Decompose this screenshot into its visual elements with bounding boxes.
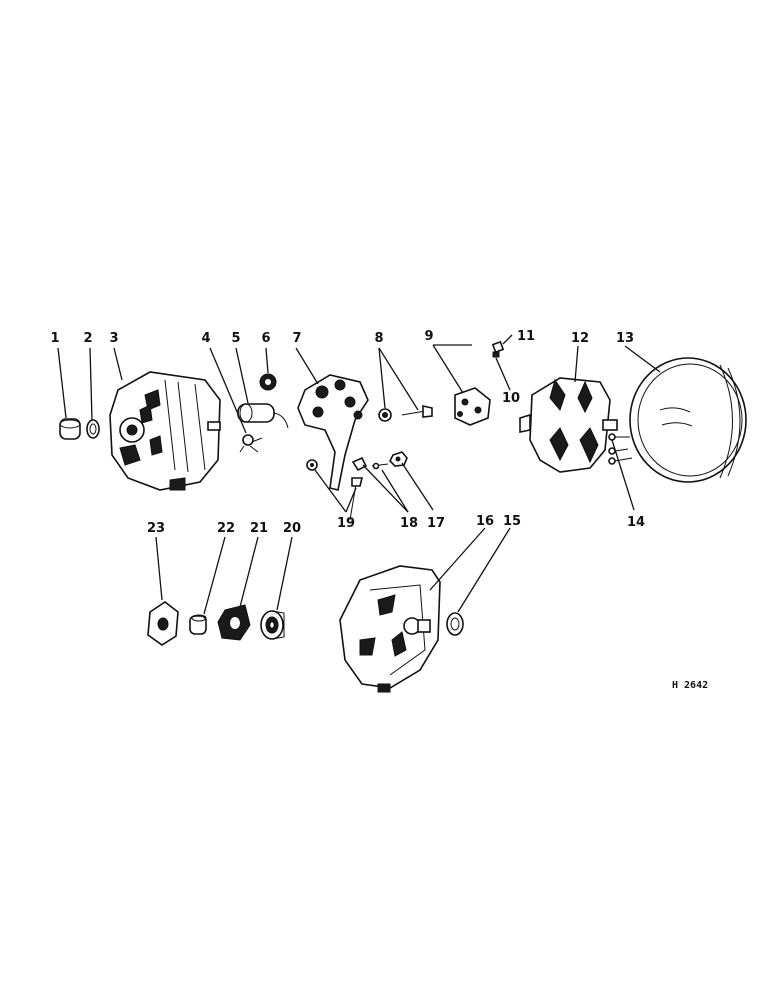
callout-18: 18 bbox=[400, 516, 418, 531]
part-1-bushing bbox=[59, 418, 81, 440]
callout-1: 1 bbox=[50, 331, 59, 346]
callout-11: 11 bbox=[517, 329, 535, 344]
callout-4: 4 bbox=[201, 331, 210, 346]
callout-15: 15 bbox=[503, 514, 521, 529]
part-15-seal bbox=[446, 612, 464, 636]
callout-6: 6 bbox=[261, 331, 270, 346]
part-21-retainer bbox=[217, 604, 251, 641]
figure-reference: H 2642 bbox=[672, 680, 708, 691]
part-9-brush-holder bbox=[454, 387, 491, 426]
callout-7: 7 bbox=[292, 331, 301, 346]
callout-10: 10 bbox=[502, 391, 520, 406]
callout-2: 2 bbox=[83, 331, 92, 346]
part-20-bearing bbox=[260, 610, 285, 640]
callout-22: 22 bbox=[217, 521, 235, 536]
callout-17: 17 bbox=[427, 516, 445, 531]
callout-8: 8 bbox=[374, 331, 383, 346]
callout-labels: 1 2 3 4 5 6 7 8 9 10 11 12 13 14 15 16 1… bbox=[50, 329, 645, 536]
callout-12: 12 bbox=[571, 331, 589, 346]
part-11-spring bbox=[491, 340, 505, 354]
part-14-stator-leads bbox=[608, 433, 633, 465]
part-18-screws bbox=[351, 456, 389, 472]
callout-14: 14 bbox=[627, 515, 645, 530]
part-16-drive-end-frame bbox=[339, 565, 441, 693]
callout-19: 19 bbox=[337, 516, 355, 531]
part-2-ring bbox=[86, 419, 100, 439]
callout-21: 21 bbox=[250, 521, 268, 536]
callout-3: 3 bbox=[109, 331, 118, 346]
callout-23: 23 bbox=[147, 521, 165, 536]
part-17-nut bbox=[389, 451, 408, 467]
part-8-bolt-and-insulator bbox=[378, 405, 433, 422]
part-13-stator bbox=[629, 357, 747, 483]
part-3-end-frame bbox=[109, 371, 221, 491]
leader-lines bbox=[57, 334, 661, 615]
callout-9: 9 bbox=[424, 329, 433, 344]
part-12-rotor bbox=[519, 377, 618, 473]
callout-20: 20 bbox=[283, 521, 301, 536]
callout-13: 13 bbox=[616, 331, 634, 346]
part-23-plate bbox=[147, 601, 179, 646]
part-22-collar bbox=[189, 614, 207, 635]
callout-5: 5 bbox=[231, 331, 240, 346]
part-6-washer bbox=[259, 373, 277, 391]
callout-16: 16 bbox=[476, 514, 494, 529]
part-19-bolt-and-washer bbox=[306, 459, 364, 521]
part-5-capacitor bbox=[237, 403, 289, 429]
part-7-rectifier bbox=[297, 374, 369, 491]
part-4-clip bbox=[239, 434, 263, 453]
